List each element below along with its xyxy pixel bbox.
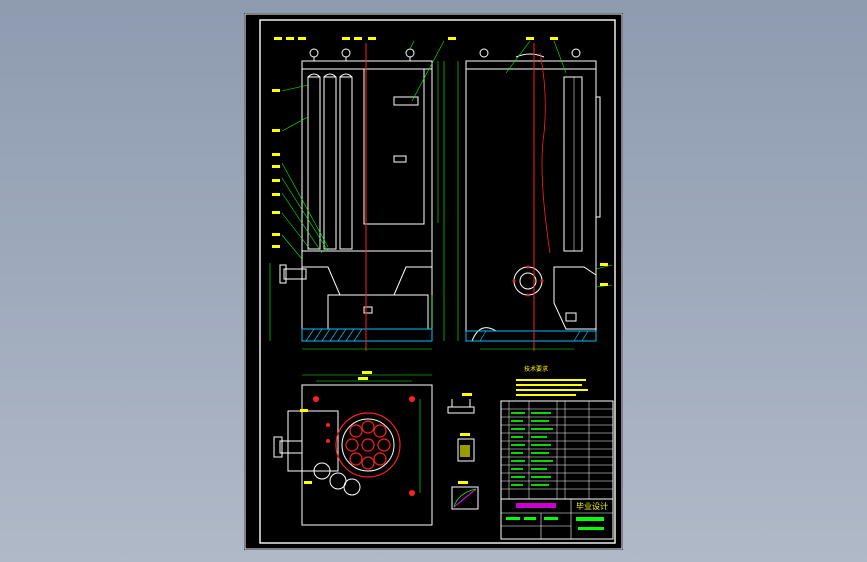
inspection-port-inner (519, 272, 537, 290)
technical-notes-caption: 技术要求 (524, 365, 548, 373)
technical-notes (516, 379, 588, 396)
inner-frame (259, 19, 616, 544)
detail-views (447, 393, 479, 510)
tube-sheet-outer (335, 412, 401, 478)
front-view (269, 37, 456, 351)
title-block (500, 498, 614, 540)
front-base (301, 328, 433, 342)
cad-drawing: 技术要求 毕业设计 (244, 13, 623, 550)
tube-sheet-inner (341, 418, 395, 472)
clean-chamber (363, 68, 425, 225)
top-view (273, 371, 433, 526)
filter-bag-3 (339, 76, 353, 250)
inspection-port-outer (513, 266, 543, 296)
title-block-title: 毕业设计 (576, 501, 608, 511)
front-body (301, 60, 433, 342)
inlet-pipe (283, 268, 307, 280)
filter-bag-1 (307, 76, 321, 250)
side-bag (563, 76, 583, 252)
side-view (457, 37, 613, 351)
hopper (301, 250, 433, 296)
side-body (465, 60, 597, 342)
drawing-sheet[interactable]: 技术要求 毕业设计 (244, 13, 623, 550)
parts-list (500, 400, 614, 500)
outer-frame (244, 13, 623, 550)
filter-bag-2 (323, 76, 337, 250)
top-plate (301, 384, 433, 526)
